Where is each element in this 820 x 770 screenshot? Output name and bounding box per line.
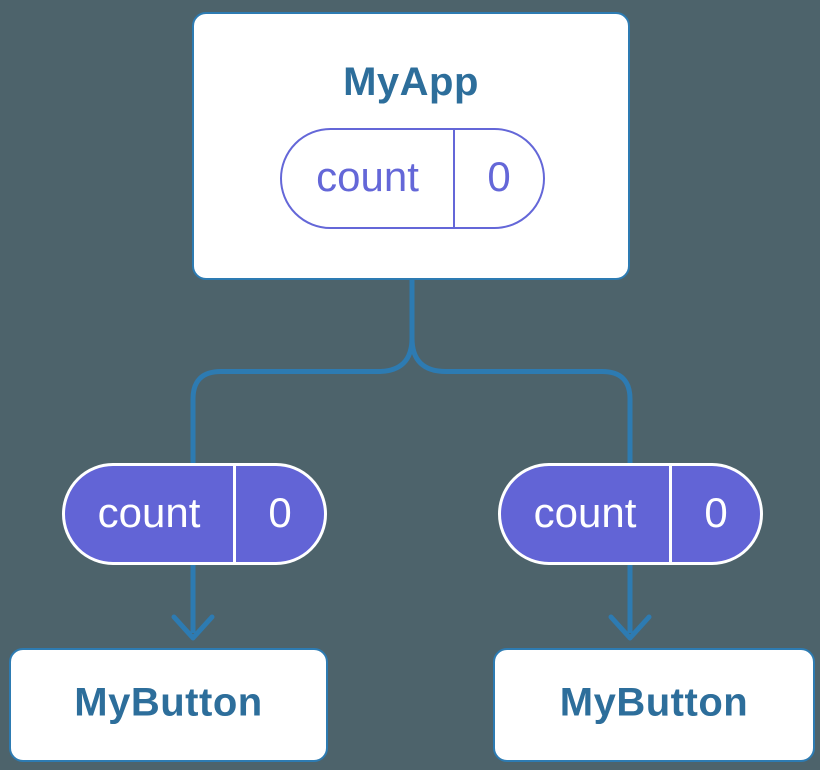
state-name-label: count (316, 153, 419, 200)
pill-divider (233, 466, 236, 562)
arrowhead-down-left-icon (171, 614, 215, 641)
prop-name-label: count (97, 488, 201, 536)
tree-edge-left (190, 279, 415, 464)
root-state-pill: count 0 (280, 128, 545, 229)
child-component-title: MyButton (74, 680, 263, 725)
root-component-title: MyApp (343, 60, 479, 104)
root-component-node: MyApp (192, 12, 630, 280)
tree-edge-right (409, 279, 633, 464)
prop-value-label: 0 (704, 488, 728, 536)
child-component-node-left: MyButton (9, 648, 328, 762)
pill-divider (669, 466, 672, 562)
prop-value-label: 0 (268, 488, 292, 536)
state-value-label: 0 (487, 153, 511, 200)
pill-divider (453, 130, 455, 227)
prop-name-label: count (533, 488, 637, 536)
child-prop-pill-right: count 0 (498, 463, 763, 565)
child-component-node-right: MyButton (493, 648, 815, 762)
child-prop-pill-left: count 0 (62, 463, 327, 565)
child-component-title: MyButton (559, 680, 749, 725)
arrowhead-down-right-icon (608, 614, 652, 641)
